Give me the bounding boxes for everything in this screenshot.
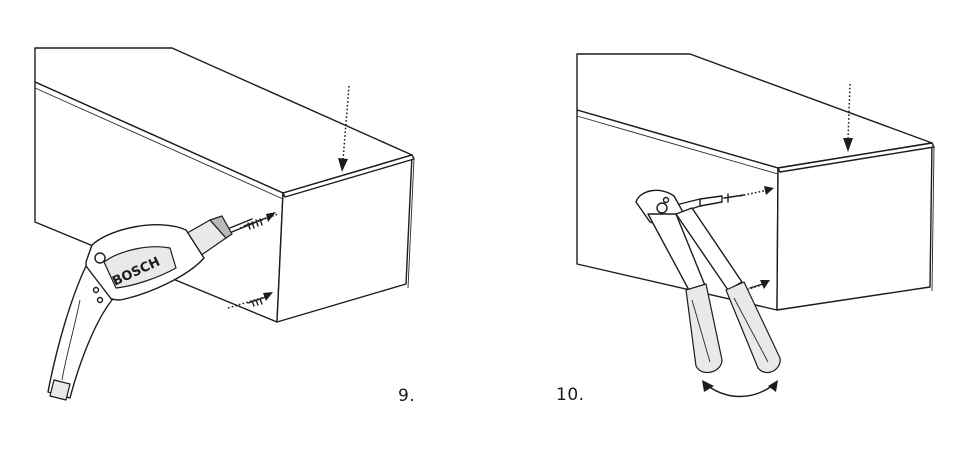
step-number-10: 10. xyxy=(556,385,585,405)
rail-profile-left xyxy=(34,47,413,323)
end-cap-right xyxy=(776,142,935,311)
drill-icon: BOSCH xyxy=(47,215,255,401)
rivet-gun-icon xyxy=(635,189,781,398)
step-10-illustration xyxy=(576,53,935,398)
guide-arrow-top-left xyxy=(338,85,350,172)
screw-lower-icon xyxy=(227,292,273,309)
rivet-upper-icon xyxy=(723,186,774,203)
step-9-illustration: BOSCH xyxy=(34,47,415,401)
screw-upper-icon xyxy=(239,212,279,230)
guide-arrow-top-right xyxy=(843,83,853,152)
end-cap-left xyxy=(276,154,415,323)
step-number-9: 9. xyxy=(398,386,416,406)
